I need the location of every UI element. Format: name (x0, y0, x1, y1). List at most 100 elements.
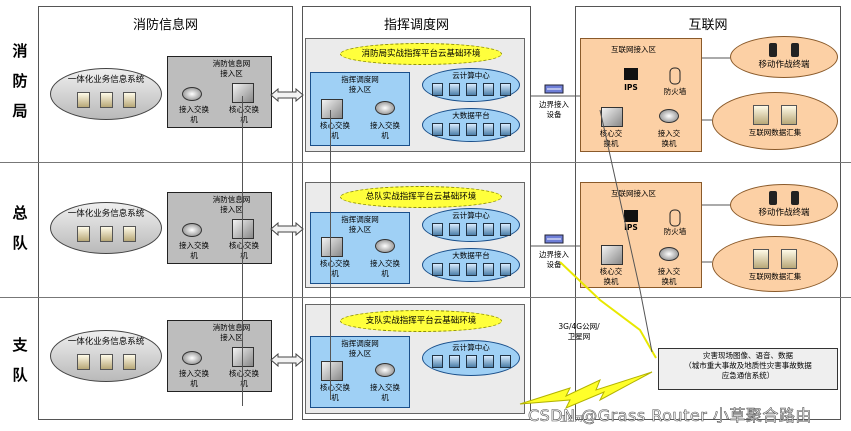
cloud-environment-title: 总队实战指挥平台云基础环境 (340, 186, 502, 208)
access-zone-title: 消防信息网 接入区 (212, 323, 251, 342)
bigdata-label: 大数据平台 (452, 251, 490, 260)
rack-server-icon (448, 123, 460, 136)
core-switch-label: 核心交 换机 (599, 267, 623, 286)
router-icon (375, 239, 395, 253)
link-label: 3G/4G公网/ 卫星网 (558, 322, 600, 341)
server-icon (781, 105, 797, 125)
row-label-char: 防 (12, 72, 28, 90)
bidirectional-arrow-icon (270, 222, 304, 236)
rack-server-icon (482, 83, 494, 96)
bidirectional-arrow-icon (270, 353, 304, 367)
fire-net-access-zone: 消防信息网 接入区 接入交换 机 核心交换 机 (167, 56, 272, 128)
business-system-label: 一体化业务信息系统 (67, 337, 145, 347)
fire-net-access-zone: 消防信息网 接入区 接入交换 机 核心交换 机 (167, 192, 272, 264)
rack-server-icon (482, 223, 494, 236)
core-switch-icon (321, 237, 343, 257)
command-net-column (302, 6, 531, 420)
access-switch-label: 接入交换 机 (370, 121, 400, 140)
row-divider (0, 162, 851, 163)
ips-label: IPS (624, 223, 638, 232)
rack-server-icon (465, 123, 477, 136)
row-label-char: 支 (12, 336, 28, 354)
core-switch-label: 核心交换 机 (229, 369, 259, 388)
internet-column (575, 6, 841, 420)
mobile-phone-icon (769, 43, 777, 57)
business-system-ellipse: 一体化业务信息系统 (50, 330, 162, 382)
boundary-device-group: 边界接入 设备 (532, 232, 576, 270)
router-icon (375, 363, 395, 377)
ips-icon (624, 68, 638, 80)
bidirectional-arrow-icon (270, 88, 304, 102)
access-zone-title: 互联网接入区 (611, 189, 656, 198)
bigdata-ellipse: 大数据平台 (422, 248, 520, 282)
mobile-terminal-ellipse: 移动作战终端 (730, 36, 838, 78)
core-switch-label: 核心交换 机 (229, 105, 259, 124)
access-zone-title: 指挥调度网 接入区 (341, 75, 379, 94)
boundary-device-icon (544, 84, 564, 94)
row-label-detachment: 支 队 (8, 330, 32, 390)
command-net-access-zone: 指挥调度网 接入区 核心交换 机 接入交换 机 (310, 72, 410, 146)
data-collect-ellipse: 互联网数据汇集 (712, 236, 838, 292)
bigdata-label: 大数据平台 (452, 111, 490, 120)
rack-server-icon (465, 223, 477, 236)
core-switch-icon (232, 83, 254, 103)
core-switch-label: 核心交换 机 (320, 121, 350, 140)
command-net-vertical-link (330, 110, 331, 400)
rack-server-icon (448, 355, 460, 368)
server-icon (122, 92, 136, 108)
access-zone-title: 指挥调度网 接入区 (341, 215, 379, 234)
server-icon (122, 354, 136, 370)
core-switch-icon (601, 245, 623, 265)
server-icon (99, 92, 113, 108)
rack-server-icon (431, 83, 443, 96)
cloud-center-label: 云计算中心 (452, 71, 490, 80)
mobile-terminal-label: 移动作战终端 (758, 60, 810, 70)
data-collect-label: 互联网数据汇集 (748, 272, 802, 281)
cloud-center-ellipse: 云计算中心 (422, 340, 520, 376)
rack-server-icon (465, 263, 477, 276)
core-switch-label: 核心交换 机 (229, 241, 259, 260)
server-icon (76, 92, 90, 108)
access-zone-title: 指挥调度网 接入区 (341, 339, 379, 358)
router-icon (182, 351, 202, 365)
business-system-label: 一体化业务信息系统 (67, 75, 145, 85)
router-icon (659, 109, 679, 123)
cloud-center-label: 云计算中心 (452, 343, 490, 352)
row-label-corps: 总 队 (8, 198, 32, 258)
access-zone-title: 消防信息网 接入区 (212, 59, 251, 78)
rack-server-icon (465, 83, 477, 96)
router-icon (375, 101, 395, 115)
rack-server-icon (448, 263, 460, 276)
firewall-label: 防火墙 (663, 87, 687, 96)
row-label-char: 队 (12, 366, 28, 384)
business-system-label: 一体化业务信息系统 (67, 209, 145, 219)
rack-server-icon (499, 83, 511, 96)
column-title-internet: 互联网 (688, 18, 728, 33)
access-zone-title: 消防信息网 接入区 (212, 195, 251, 214)
server-icon (99, 226, 113, 242)
boundary-device-label: 边界接入 设备 (539, 100, 569, 119)
cloud-center-ellipse: 云计算中心 (422, 68, 520, 102)
cloud-environment-title: 支队实战指挥平台云基础环境 (340, 310, 502, 332)
mobile-phone-icon (769, 191, 777, 205)
column-title-command-net: 指挥调度网 (383, 18, 449, 33)
server-icon (781, 249, 797, 269)
mobile-phone-icon (791, 43, 799, 57)
core-switch-label: 核心交换 机 (320, 383, 350, 402)
access-switch-label: 接入交换 机 (370, 259, 400, 278)
boundary-device-group: 边界接入 设备 (532, 82, 576, 120)
fire-net-column (38, 6, 293, 420)
business-system-ellipse: 一体化业务信息系统 (50, 68, 162, 120)
internet-access-zone: 互联网接入区 IPS 防火墙 核心交 换机 接入交 换机 (580, 38, 702, 152)
core-switch-icon (321, 99, 343, 119)
core-switch-icon (232, 347, 254, 367)
cloud-center-label: 云计算中心 (452, 211, 490, 220)
cloud-center-ellipse: 云计算中心 (422, 208, 520, 242)
boundary-device-label: 边界接入 设备 (539, 250, 569, 269)
business-system-ellipse: 一体化业务信息系统 (50, 202, 162, 254)
cloud-environment-title: 消防局实战指挥平台云基础环境 (340, 43, 502, 65)
server-icon (753, 105, 769, 125)
rack-server-icon (431, 123, 443, 136)
rack-server-icon (431, 223, 443, 236)
